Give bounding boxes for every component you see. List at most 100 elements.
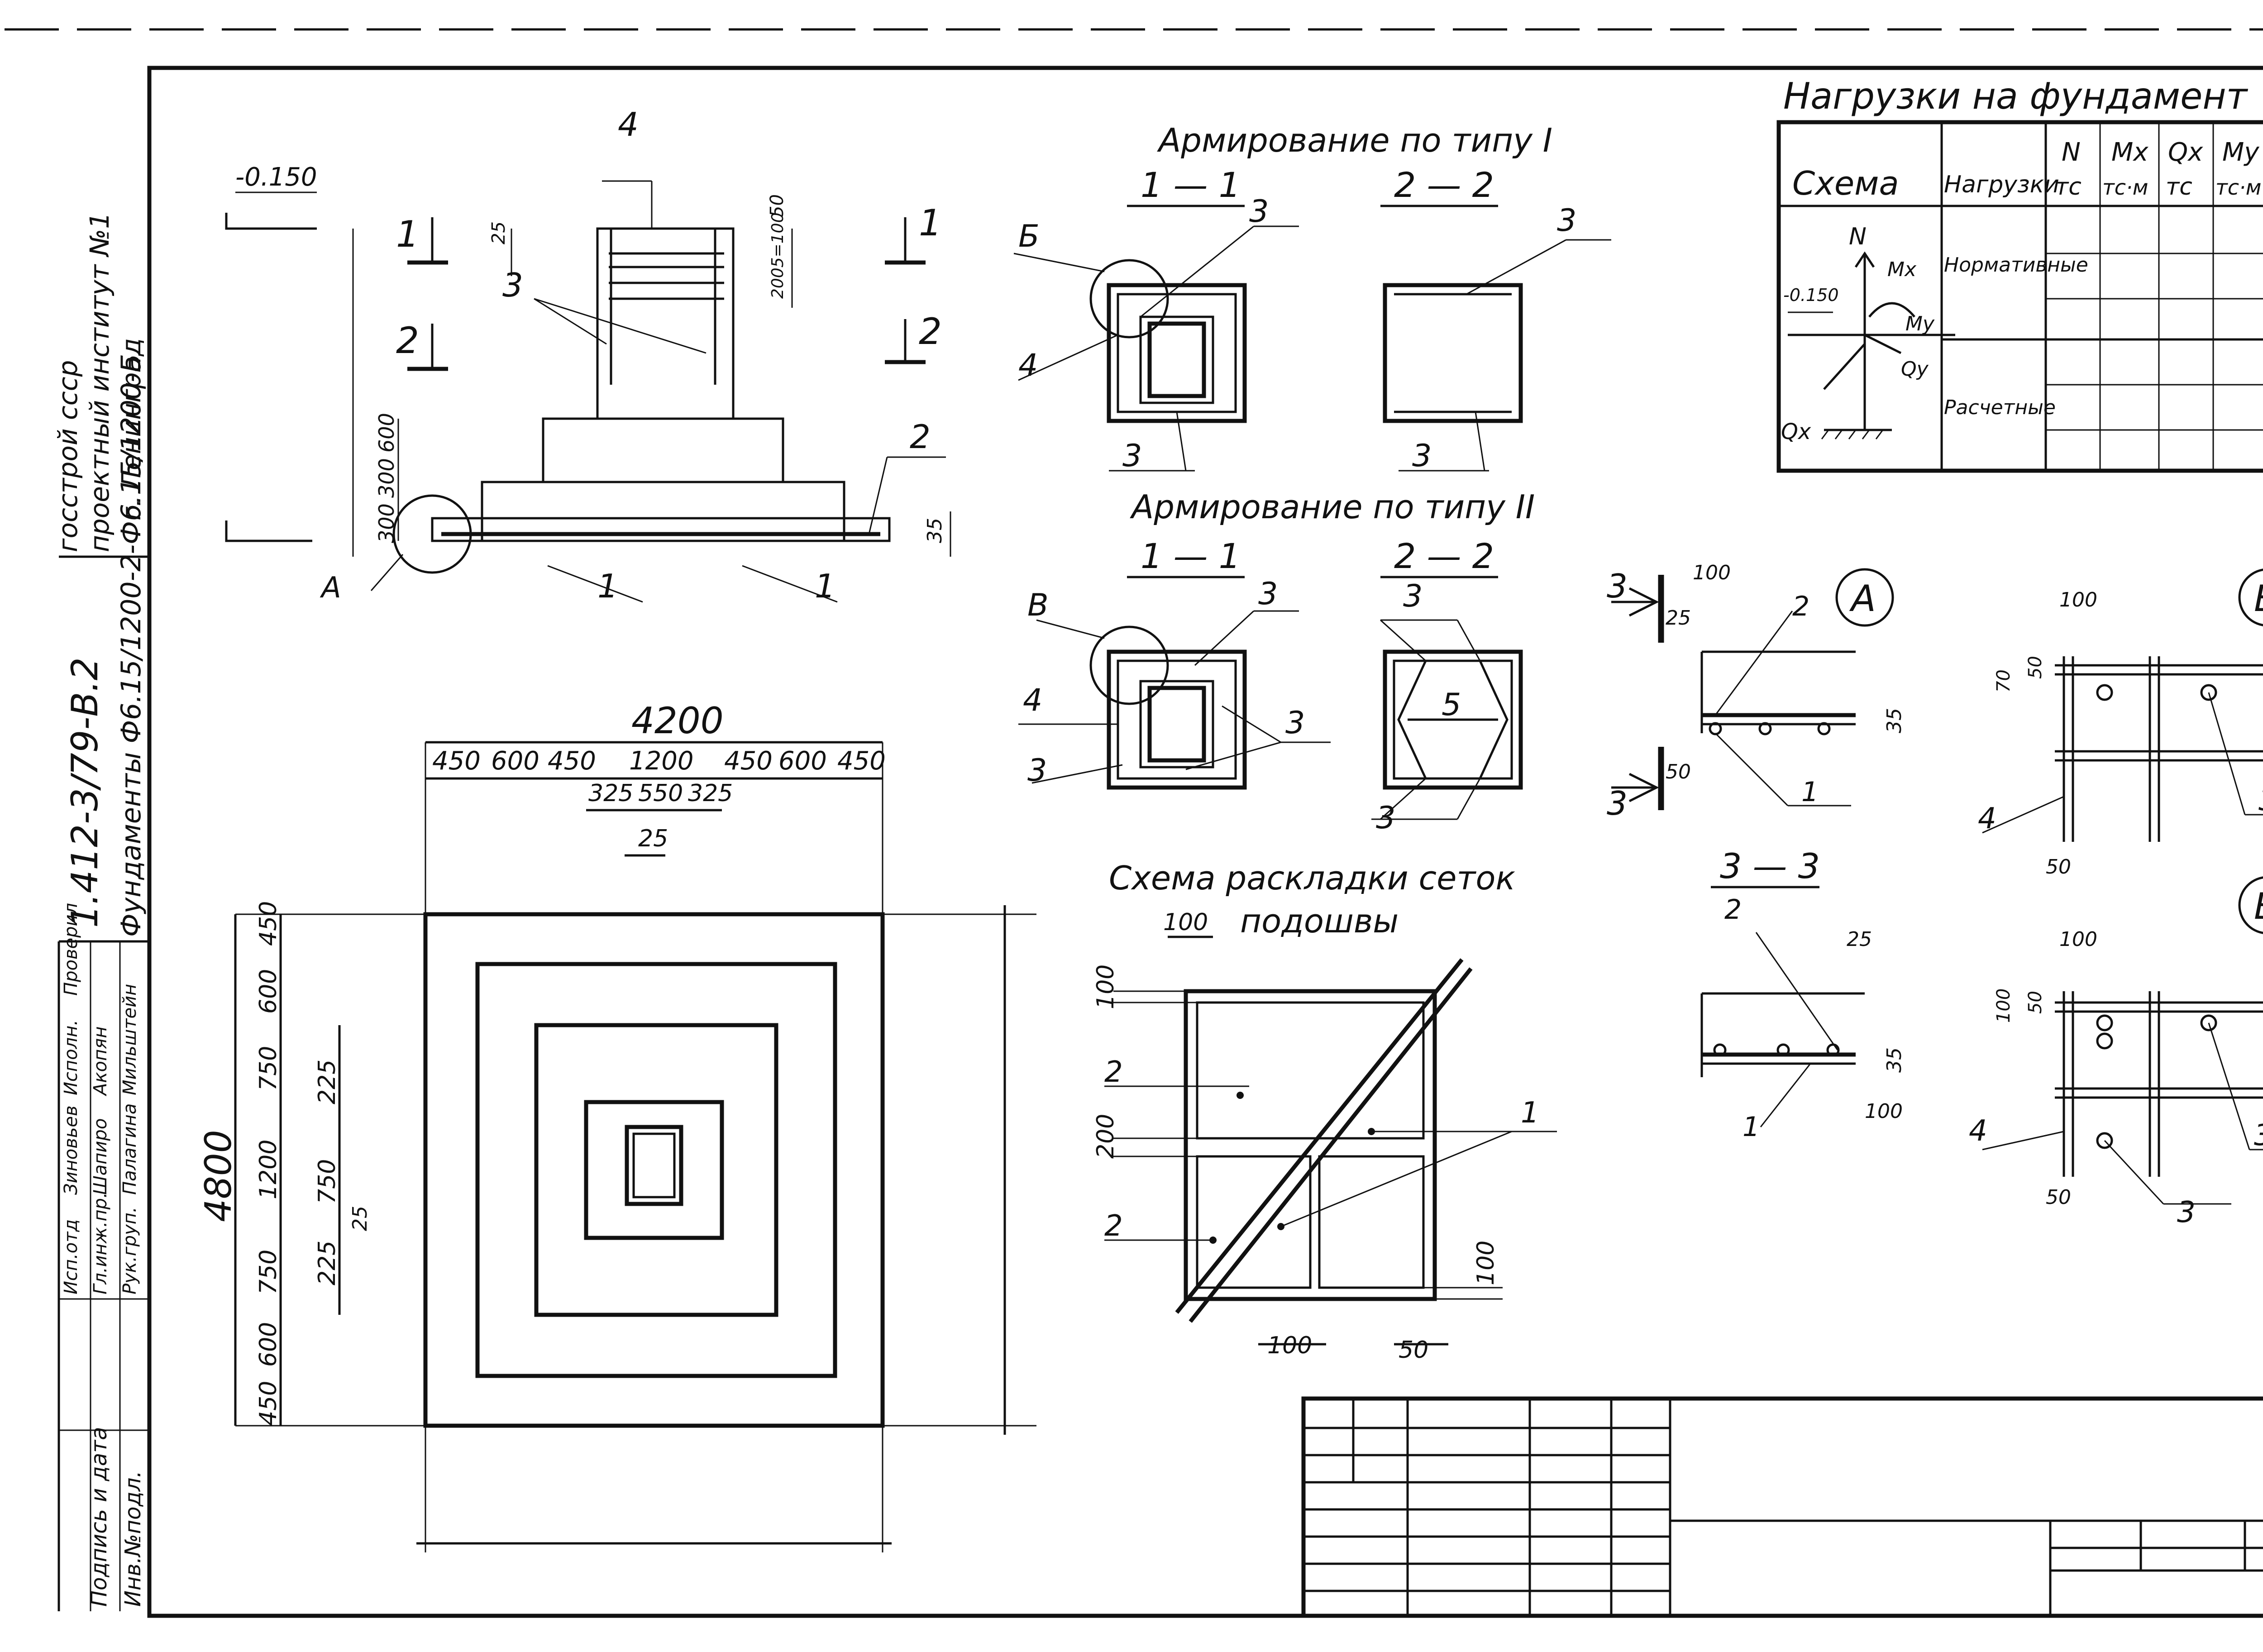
plan-top-dim-5: 600: [778, 746, 827, 776]
type2-label-v: В: [1027, 587, 1049, 623]
plan-gap-dim: 25: [638, 825, 668, 852]
elevation-dim-2005: 2005=100: [769, 213, 787, 299]
type2-label-3-left: 3: [1027, 753, 1047, 788]
section-3-3: 3 — 3 2 1 25 35 100: [1700, 846, 1906, 1143]
stamp-role-3: Исполн.: [61, 1020, 81, 1095]
loads-unit-mx: тс·м: [2102, 175, 2148, 200]
elevation-dim-300b: 300: [374, 503, 399, 543]
elevation-label-3: 3: [502, 266, 523, 304]
stamp-doc-code: 1.412-3/79-В.2: [64, 657, 106, 928]
elevation-label-1a: 1: [597, 567, 618, 605]
elevation-callout-a: А: [320, 571, 341, 605]
section-33-dim-100: 100: [1865, 1100, 1903, 1123]
plan-top-dim-3: 1200: [629, 746, 694, 776]
type2-label-5: 5: [1442, 687, 1461, 723]
plan-top-dim-6: 450: [837, 746, 886, 776]
detail-v-label-3b: 3: [2177, 1196, 2196, 1229]
plan-sub-dim-2: 325: [688, 780, 733, 807]
loads-title: Нагрузки на фундамент: [1783, 75, 2249, 117]
detail-a-dim-25: 25: [1666, 606, 1691, 630]
loads-sym-my: My: [2222, 138, 2259, 167]
plan-left-dim-3: 1200: [255, 1140, 282, 1199]
stamp-col-sign: Подпись и дата: [86, 1427, 112, 1607]
stamp-name-0: Зиновьев: [61, 1105, 81, 1195]
mesh-label-2-bottom: 2: [1104, 1209, 1123, 1243]
loads-sym-qx: Qx: [2168, 138, 2203, 167]
detail-v-dim-50: 50: [2025, 991, 2046, 1014]
loads-unit-headers: N тс Mx тс·м Qx тс My тс·м Qy тс: [2055, 138, 2261, 201]
type2-label-3-s2-top: 3: [1403, 578, 1423, 614]
type1-label-3-s2-bottom: 3: [1412, 438, 1432, 474]
stamp-names: Зиновьев Шапиро Палагина Мильштейн Акопя…: [61, 984, 140, 1195]
detail-b-dim-100: 100: [2059, 588, 2097, 611]
plan-left-dim-0: 450: [255, 901, 282, 946]
detail-b-mark: Б: [2254, 578, 2263, 620]
detail-a-section-top: 3: [1607, 567, 1628, 605]
detail-v: В 100 50 100 50 4 3 3: [1969, 876, 2263, 1229]
detail-a-label-2: 2: [1792, 591, 1809, 622]
detail-b-dim-50: 50: [2025, 656, 2046, 679]
stamp-name-1: Шапиро: [90, 1118, 111, 1195]
elevation-dim-600: 600: [374, 413, 399, 453]
elevation-section-2-left: 2: [396, 320, 419, 362]
detail-a-dim-100: 100: [1693, 561, 1731, 584]
mesh-title-1: Схема раскладки сеток: [1109, 859, 1515, 897]
detail-b-dim-50b: 50: [2046, 855, 2071, 879]
elevation-level: -0.150: [235, 162, 317, 192]
detail-v-label-3a: 3: [2254, 1119, 2263, 1152]
mesh-label-1: 1: [1521, 1096, 1539, 1130]
type2-label-3-top: 3: [1258, 576, 1278, 612]
elevation-view: -0.150 4 3 1 1 2 А 1 2 1: [225, 105, 951, 605]
stamp-role-4: Проверил: [61, 903, 81, 996]
detail-b: Б 100 50 70 50 4 3: [1978, 568, 2263, 879]
loads-table: Нагрузки на фундамент Схема Нагрузки N т…: [1776, 75, 2263, 473]
plan-left-dim-6: 450: [255, 1381, 282, 1426]
type2-title: Армирование по типу II: [1130, 488, 1535, 526]
mesh-dim-left-top: 100: [1092, 964, 1119, 1009]
stamp-name-3: Мильштейн: [119, 984, 140, 1095]
loads-row-normative: Нормативные: [1944, 253, 2088, 277]
mesh-title-2: подошвы: [1240, 902, 1399, 940]
loads-unit-my: тс·м: [2215, 175, 2261, 200]
stamp-role-1: Гл.инж.пр.: [90, 1192, 111, 1294]
elevation-label-2: 2: [910, 418, 931, 456]
plan-top-dim-1: 600: [491, 746, 539, 776]
plan-inner-dim-0: 225: [314, 1060, 341, 1104]
elevation-dim-35: 35: [923, 518, 946, 543]
detail-a-section-bottom: 3: [1607, 784, 1628, 822]
elevation-section-1-right: 1: [919, 202, 942, 244]
plan-left-dim-1: 600: [255, 969, 282, 1014]
detail-v-label-4: 4: [1969, 1114, 1987, 1148]
plan-overall-height: 4800: [197, 1130, 239, 1222]
plan-view: 4200 450 600 450 1200 450 600 450 325 55…: [197, 700, 1036, 1552]
detail-v-dim-50b: 50: [2046, 1186, 2071, 1209]
stamp-org-line1: госстрой ссср: [53, 360, 83, 552]
plan-inner-dim-2: 225: [314, 1241, 341, 1285]
type2-section-1: 1 — 1: [1141, 536, 1241, 576]
type2-label-4: 4: [1023, 683, 1042, 718]
type1-section-2: 2 — 2: [1394, 165, 1494, 205]
plan-top-dims: 450 600 450 1200 450 600 450: [432, 746, 886, 776]
title-block: [1301, 1396, 2263, 1618]
detail-b-label-3: 3: [2258, 784, 2263, 817]
type2-label-3-right: 3: [1285, 705, 1305, 741]
reinforcement-type-2: Армирование по типу II 1 — 1 2 — 2 5 В 3…: [1018, 488, 1535, 836]
mesh-dim-top: 100: [1163, 909, 1208, 936]
loads-unit-qx: тс: [2166, 173, 2192, 201]
stamp-col-inv: Инв.№подл.: [120, 1471, 146, 1607]
type1-title: Армирование по типу I: [1157, 121, 1552, 159]
elevation-label-4: 4: [618, 105, 639, 143]
stamp-roles: Исп.отд Гл.инж.пр. Рук.груп.: [61, 1192, 140, 1294]
stamp-role-0: Исп.отд: [61, 1219, 81, 1294]
reinforcement-type-1: Армирование по типу I 1 — 1 2 — 2 Б 3 4 …: [1013, 121, 1611, 474]
detail-v-dim-100b: 100: [1993, 988, 2014, 1023]
stamp-doc-title: Фундаменты Ф6.15/1200-2-Ф6.15/1200-Б: [115, 354, 147, 937]
type1-label-4: 4: [1018, 348, 1038, 383]
section-33-dim-35: 35: [1883, 1047, 1906, 1073]
loads-col-scheme: Схема: [1792, 164, 1899, 202]
loads-row-design: Расчетные: [1944, 396, 2056, 419]
loads-scheme-diagram: N -0.150 Mx My Qy Qx: [1781, 223, 1955, 444]
loads-scheme-mx: Mx: [1887, 258, 1917, 281]
type1-label-3-top: 3: [1249, 194, 1269, 229]
